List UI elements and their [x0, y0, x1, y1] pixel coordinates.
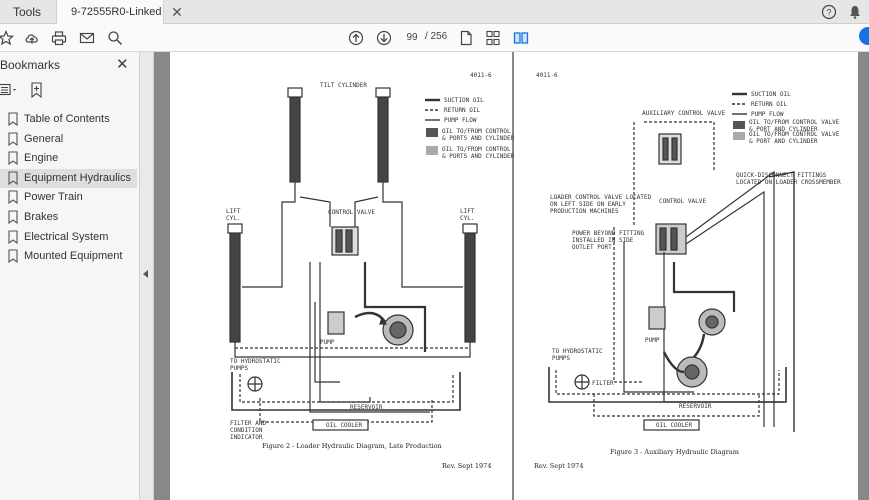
page-ref: 4011-6 — [536, 72, 558, 79]
bookmark-tools — [0, 82, 140, 100]
legend-item: OIL TO/FROM CONTROL VALVE & PORT AND CYL… — [749, 119, 840, 133]
filter-label: FILTER — [592, 380, 614, 387]
bookmark-icon — [8, 112, 18, 126]
auxiliary-hydraulic-diagram — [548, 92, 795, 432]
email-icon[interactable] — [79, 30, 95, 46]
bookmark-options-icon[interactable] — [0, 83, 20, 97]
bookmark-label: Equipment Hydraulics — [24, 171, 131, 184]
panel-collapse-handle[interactable] — [140, 52, 154, 500]
bookmark-icon — [8, 210, 18, 224]
power-beyond-note: POWER BEYOND FITTING INSTALLED IN SIDE O… — [572, 230, 645, 251]
close-tab-icon[interactable]: ✕ — [171, 4, 183, 20]
pdf-page-right: 4011-6 AUXILIARY CONTROL VALVE LOADER CO… — [514, 52, 858, 500]
bookmarks-panel-title: Bookmarks — [0, 58, 61, 72]
star-icon[interactable] — [0, 30, 14, 46]
oil-cooler-label: OIL COOLER — [656, 422, 693, 429]
legend-item: SUCTION OIL — [751, 91, 791, 98]
loader-valve-note: LOADER CONTROL VALVE LOCATED ON LEFT SID… — [550, 194, 652, 215]
bookmark-list: Table of Contents General Engine Equipme… — [0, 110, 140, 267]
cloud-upload-icon[interactable] — [24, 30, 40, 46]
page-total: / 256 — [425, 31, 448, 42]
legend-item: RETURN OIL — [444, 107, 481, 114]
bookmark-item[interactable]: General — [0, 130, 137, 150]
svg-text:?: ? — [826, 8, 831, 18]
help-icon[interactable]: ? — [821, 4, 837, 20]
notification-bell-icon[interactable] — [847, 4, 863, 20]
close-panel-icon[interactable]: ✕ — [116, 56, 129, 73]
toolbar: / 256 — [0, 24, 869, 52]
control-valve-label: CONTROL VALVE — [328, 209, 375, 216]
legend-item: RETURN OIL — [751, 101, 788, 108]
legend-item: PUMP FLOW — [444, 117, 477, 124]
tilt-cylinder-label: TILT CYLINDER — [320, 82, 367, 89]
bookmark-icon — [8, 249, 18, 264]
bookmark-label: General — [24, 132, 64, 145]
previous-page-icon[interactable] — [348, 30, 364, 46]
bookmark-item[interactable]: Brakes — [0, 208, 137, 228]
bookmark-item[interactable]: Power Train — [0, 188, 137, 208]
aux-control-valve-label: AUXILIARY CONTROL VALVE — [642, 110, 726, 117]
tab-tools[interactable]: Tools — [13, 5, 42, 19]
pump-label: PUMP — [320, 339, 335, 346]
bookmark-item[interactable]: Mounted Equipment — [0, 247, 137, 267]
bookmark-label: Table of Contents — [24, 113, 110, 125]
single-page-view-icon[interactable] — [458, 30, 474, 46]
bookmarks-panel: Bookmarks ✕ Table of Contents General En… — [0, 52, 140, 500]
oil-cooler-label: OIL COOLER — [326, 422, 363, 429]
figure-caption: Figure 2 - Loader Hydraulic Diagram, Lat… — [262, 442, 442, 450]
pump-label: PUMP — [645, 337, 660, 344]
reservoir-label: RESERVOIR — [350, 404, 383, 411]
print-icon[interactable] — [51, 30, 67, 46]
lift-cyl-left-label: LIFT CYL. — [226, 208, 241, 222]
pdf-page-left: 4011-6 TILT CYLINDER LIFT CYL. LIFT CYL.… — [170, 52, 532, 500]
control-valve-label: CONTROL VALVE — [659, 198, 706, 205]
next-page-icon[interactable] — [376, 30, 392, 46]
tab-document[interactable]: 9-72555R0-Linked ... — [56, 0, 164, 24]
bookmark-item[interactable]: Engine — [0, 149, 137, 169]
revision-date: Rev. Sept 1974 — [442, 462, 492, 470]
to-hydrostatic-label: TO HYDROSTATIC PUMPS — [552, 348, 603, 362]
figure-caption: Figure 3 - Auxiliary Hydraulic Diagram — [610, 448, 739, 456]
bookmark-item-selected[interactable]: Equipment Hydraulics — [0, 168, 137, 189]
bookmark-item[interactable]: Table of Contents — [0, 110, 137, 130]
bookmark-icon — [8, 132, 18, 146]
page-ref: 4011-6 — [470, 72, 492, 79]
tab-bar: Tools 9-72555R0-Linked ... ✕ ? — [0, 0, 869, 24]
bookmark-item[interactable]: Electrical System — [0, 228, 137, 248]
two-page-view-icon[interactable] — [513, 30, 529, 46]
revision-date: Rev. Sept 1974 — [534, 462, 584, 470]
bookmark-icon — [8, 230, 18, 244]
document-viewer[interactable]: 4011-6 TILT CYLINDER LIFT CYL. LIFT CYL.… — [154, 52, 869, 500]
bookmark-icon — [8, 171, 18, 185]
bookmark-label: Power Train — [24, 191, 83, 204]
reservoir-label: RESERVOIR — [679, 403, 712, 410]
bookmark-icon — [8, 190, 18, 205]
add-bookmark-icon[interactable] — [30, 82, 44, 98]
zoom-search-icon[interactable] — [107, 30, 123, 46]
bookmark-label: Mounted Equipment — [24, 250, 123, 263]
bookmark-label: Engine — [24, 152, 59, 165]
legend-item: PUMP FLOW — [751, 111, 784, 118]
filter-label: FILTER AND CONDITION INDICATOR — [230, 420, 267, 441]
loader-hydraulic-diagram — [227, 87, 478, 431]
page-number-input[interactable] — [400, 29, 424, 46]
quick-disconnect-note: QUICK-DISCONNECT FITTINGS LOCATED ON LOA… — [736, 172, 841, 186]
lift-cyl-right-label: LIFT CYL. — [460, 208, 475, 222]
bookmark-label: Brakes — [24, 210, 59, 223]
account-avatar[interactable] — [859, 27, 869, 45]
to-hydrostatic-label: TO HYDROSTATIC PUMPS — [230, 358, 281, 372]
legend-item: SUCTION OIL — [444, 97, 484, 104]
bookmark-label: Electrical System — [24, 230, 109, 243]
collapse-arrow-icon[interactable] — [143, 270, 148, 278]
two-page-scroll-icon[interactable] — [485, 30, 501, 46]
bookmark-icon — [8, 151, 18, 166]
legend-item: OIL TO/FROM CONTROL VALVE & PORT AND CYL… — [749, 131, 840, 145]
